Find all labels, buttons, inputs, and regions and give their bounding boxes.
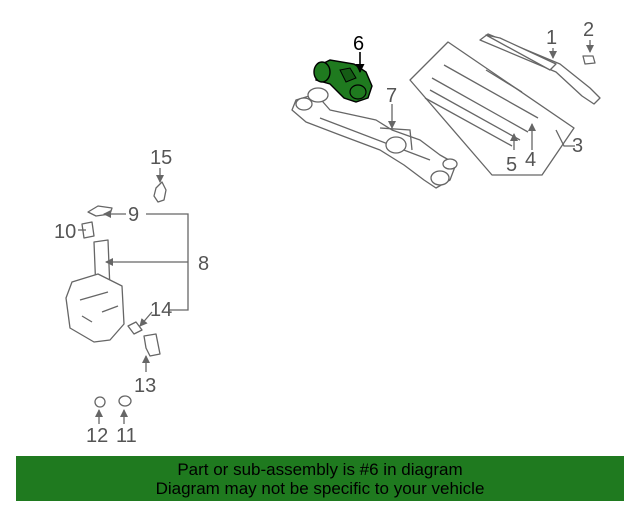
clip-12 bbox=[94, 396, 106, 408]
callout-5: 5 bbox=[506, 154, 517, 176]
callout-12: 12 bbox=[86, 425, 108, 447]
callout-3: 3 bbox=[572, 135, 583, 157]
banner-line-2: Diagram may not be specific to your vehi… bbox=[155, 479, 485, 498]
wiper-linkage bbox=[291, 87, 458, 189]
callout-15: 15 bbox=[150, 147, 172, 169]
washer-pump bbox=[143, 333, 161, 357]
parts-diagram: 1 2 3 4 5 6 7 8 9 10 11 12 13 14 15 bbox=[54, 19, 601, 447]
callout-9: 9 bbox=[128, 204, 139, 226]
callout-13: 13 bbox=[134, 375, 156, 397]
banner-line-1: Part or sub-assembly is #6 in diagram bbox=[177, 460, 463, 479]
wiper-arm bbox=[479, 33, 601, 105]
clip-11 bbox=[118, 395, 132, 407]
callout-7: 7 bbox=[386, 85, 397, 107]
wiper-blade-assembly bbox=[409, 41, 575, 176]
callout-4: 4 bbox=[525, 149, 536, 171]
callout-6: 6 bbox=[353, 33, 364, 55]
washer-reservoir bbox=[65, 239, 125, 343]
callout-8: 8 bbox=[198, 253, 209, 275]
grommet bbox=[127, 321, 143, 335]
callout-1: 1 bbox=[546, 27, 557, 49]
callout-11: 11 bbox=[116, 425, 137, 447]
bushing bbox=[81, 221, 95, 239]
callout-2: 2 bbox=[583, 19, 594, 41]
callout-10: 10 bbox=[54, 221, 76, 243]
nut bbox=[582, 55, 596, 65]
nozzle bbox=[153, 181, 167, 203]
callout-14: 14 bbox=[150, 299, 172, 321]
leader-lines bbox=[78, 40, 594, 424]
info-banner: Part or sub-assembly is #6 in diagram Di… bbox=[16, 456, 624, 501]
